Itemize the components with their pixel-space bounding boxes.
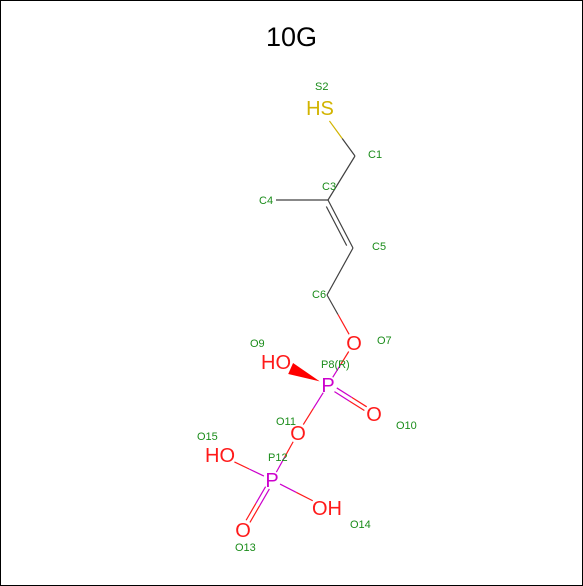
atom-p12-label: P12 [268,452,288,464]
atom-o14-label: O14 [350,519,371,531]
atom-o9-symbol: HO [261,352,291,374]
atom-o14-symbol: OH [312,498,342,520]
atom-o9-label: O9 [250,338,265,350]
atom-c5-label: C5 [372,241,386,253]
bond-p8-o10 [349,400,365,412]
bond-p12-o13-second [259,488,270,506]
bond-p8-o10 [334,391,350,402]
atom-p8-symbol: P [321,375,334,397]
bond-p12-o14 [296,491,314,502]
atom-o15-symbol: HO [205,445,235,467]
bond-p8-o9-wedge [288,362,320,382]
atom-o7-symbol: O [346,333,362,355]
bond-p12-o15 [234,461,250,470]
atom-c4-label: C4 [259,195,273,207]
atom-o13-label: O13 [235,542,256,554]
atom-o11-label: O11 [276,416,296,428]
bond-p12-o14 [279,483,297,493]
bond-p8-o11 [302,408,314,425]
atom-s2-symbol: HS [306,98,334,120]
atom-o10-symbol: O [366,404,382,426]
atom-o11-symbol: O [290,423,306,445]
atom-c6-label: C6 [312,289,326,301]
bond-o11-p12 [284,441,294,458]
bond-p12-o13 [245,503,257,521]
molecule-title: 10G [265,22,318,52]
bond-o11-p12 [275,456,286,473]
bond-c3-c5 [327,199,354,249]
bond-c6-o7 [337,314,350,335]
bond-c3-c5-inner [325,206,348,246]
bond-layer [234,120,368,523]
atom-c3-label: C3 [322,181,336,193]
atom-o7-label: O7 [377,335,392,347]
bond-o7-p8 [340,351,350,365]
atom-p12-symbol: P [265,470,278,492]
bond-p8-o10-second [336,387,353,398]
bond-p12-o13-second [249,505,261,523]
bond-p12-o15 [248,468,265,477]
bond-s2-c1 [328,120,343,139]
bond-p8-o10-second [351,396,368,408]
atom-o13-symbol: O [235,520,251,542]
bond-p12-o13 [255,486,267,504]
bond-c1-c3 [327,155,356,201]
atom-s2-label: S2 [315,81,328,93]
bond-c6-o7 [326,294,339,315]
atom-c1-label: C1 [368,149,382,161]
atom-o10-label: O10 [396,420,417,432]
bond-o7-p8 [332,364,342,378]
bond-c5-c6 [326,247,354,296]
bond-s2-c1 [341,138,356,157]
atom-p8-label: P8(R) [321,359,350,371]
atom-o15-label: O15 [197,431,218,443]
bond-p8-o11 [312,392,324,409]
